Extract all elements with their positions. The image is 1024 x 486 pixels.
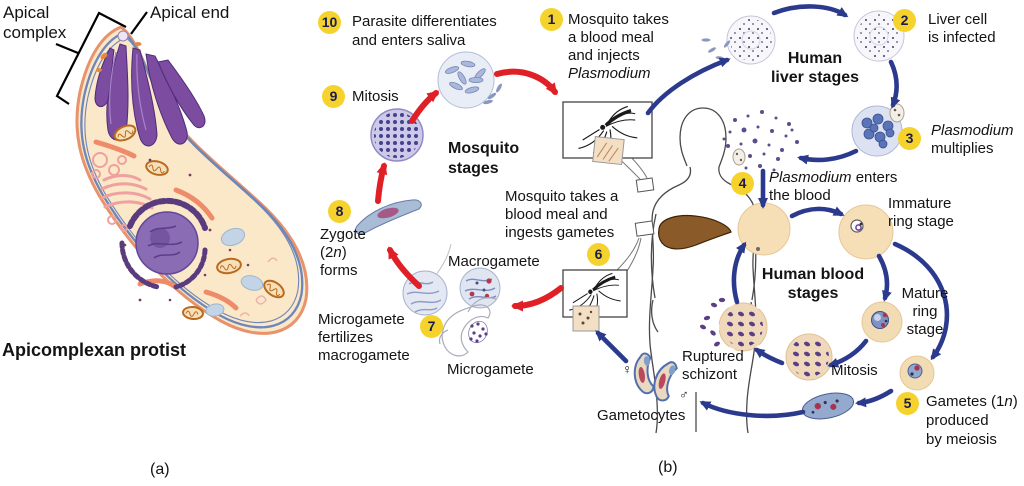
bracket-apical-complex <box>55 11 127 105</box>
mitosis-label: Mitosis <box>831 362 878 379</box>
step-2-badge: 2 <box>893 9 916 32</box>
protist-cell <box>75 25 309 335</box>
rhoptries <box>94 43 206 147</box>
step-4-text: Plasmodium enters the blood <box>769 169 898 204</box>
female-symbol: ♀ <box>622 361 633 377</box>
macrogamete-cell <box>459 267 501 309</box>
plasmodium-multiplies-cell <box>851 103 905 157</box>
sporozoite-cluster <box>437 51 502 109</box>
schizont-cell <box>785 333 833 381</box>
panel-b-letter: (b) <box>658 459 678 476</box>
mosquito-inset-box-1 <box>562 101 653 166</box>
step-4-badge: 4 <box>731 172 754 195</box>
step-10-badge: 10 <box>318 11 341 34</box>
vesicles-blue <box>205 227 264 317</box>
step-9-badge: 9 <box>322 85 345 108</box>
panel-a-letter: (a) <box>150 461 170 478</box>
red-blood-cell <box>737 202 791 256</box>
macrogamete-label: Macrogamete <box>448 253 540 270</box>
gametocyte-oval <box>801 392 855 420</box>
protist-caption: Apicomplexan protist <box>2 340 187 360</box>
red-arrows <box>375 68 564 312</box>
step-3-badge: 3 <box>898 127 921 150</box>
mitochondria <box>113 124 285 321</box>
ruptured-schizont-cell <box>699 297 768 352</box>
body-zoom-markers <box>634 177 655 237</box>
gametocytes-label: Gametocytes <box>597 407 686 424</box>
liver-organ <box>658 214 732 250</box>
vesicles-pink <box>91 152 128 232</box>
microgamete-cell <box>438 297 497 357</box>
mature-ring-cell <box>861 301 903 343</box>
step-9-text: Mitosis <box>352 88 399 105</box>
step-1-badge: 1 <box>540 8 563 31</box>
step-6-badge: 6 <box>587 243 610 266</box>
liver-cell-b <box>853 10 905 62</box>
apical-end-label: Apical end <box>150 3 230 22</box>
conoid <box>117 30 129 42</box>
step-8-text: Zygote (2n) forms <box>320 226 366 279</box>
inset-callout-lines <box>609 149 648 272</box>
liver-cell-a <box>701 15 776 65</box>
apical-end-pointer-line <box>130 11 148 35</box>
gametocyte-pair <box>633 352 678 402</box>
step-5-badge: 5 <box>896 392 919 415</box>
golgi-apparatus <box>100 174 154 210</box>
micronemes <box>96 42 142 72</box>
microgamete-label: Microgamete <box>447 361 534 378</box>
male-symbol: ♂ <box>679 387 689 402</box>
blue-arrows <box>595 4 950 419</box>
step-8-badge: 8 <box>328 200 351 223</box>
immature-ring-cell <box>838 204 894 260</box>
gamete-cell <box>899 355 935 391</box>
ookinete <box>355 199 422 235</box>
rough-er <box>119 197 208 290</box>
mosquito-inset-box-2 <box>562 269 628 332</box>
step-7-badge: 7 <box>420 315 443 338</box>
merozoite-release <box>722 110 799 172</box>
